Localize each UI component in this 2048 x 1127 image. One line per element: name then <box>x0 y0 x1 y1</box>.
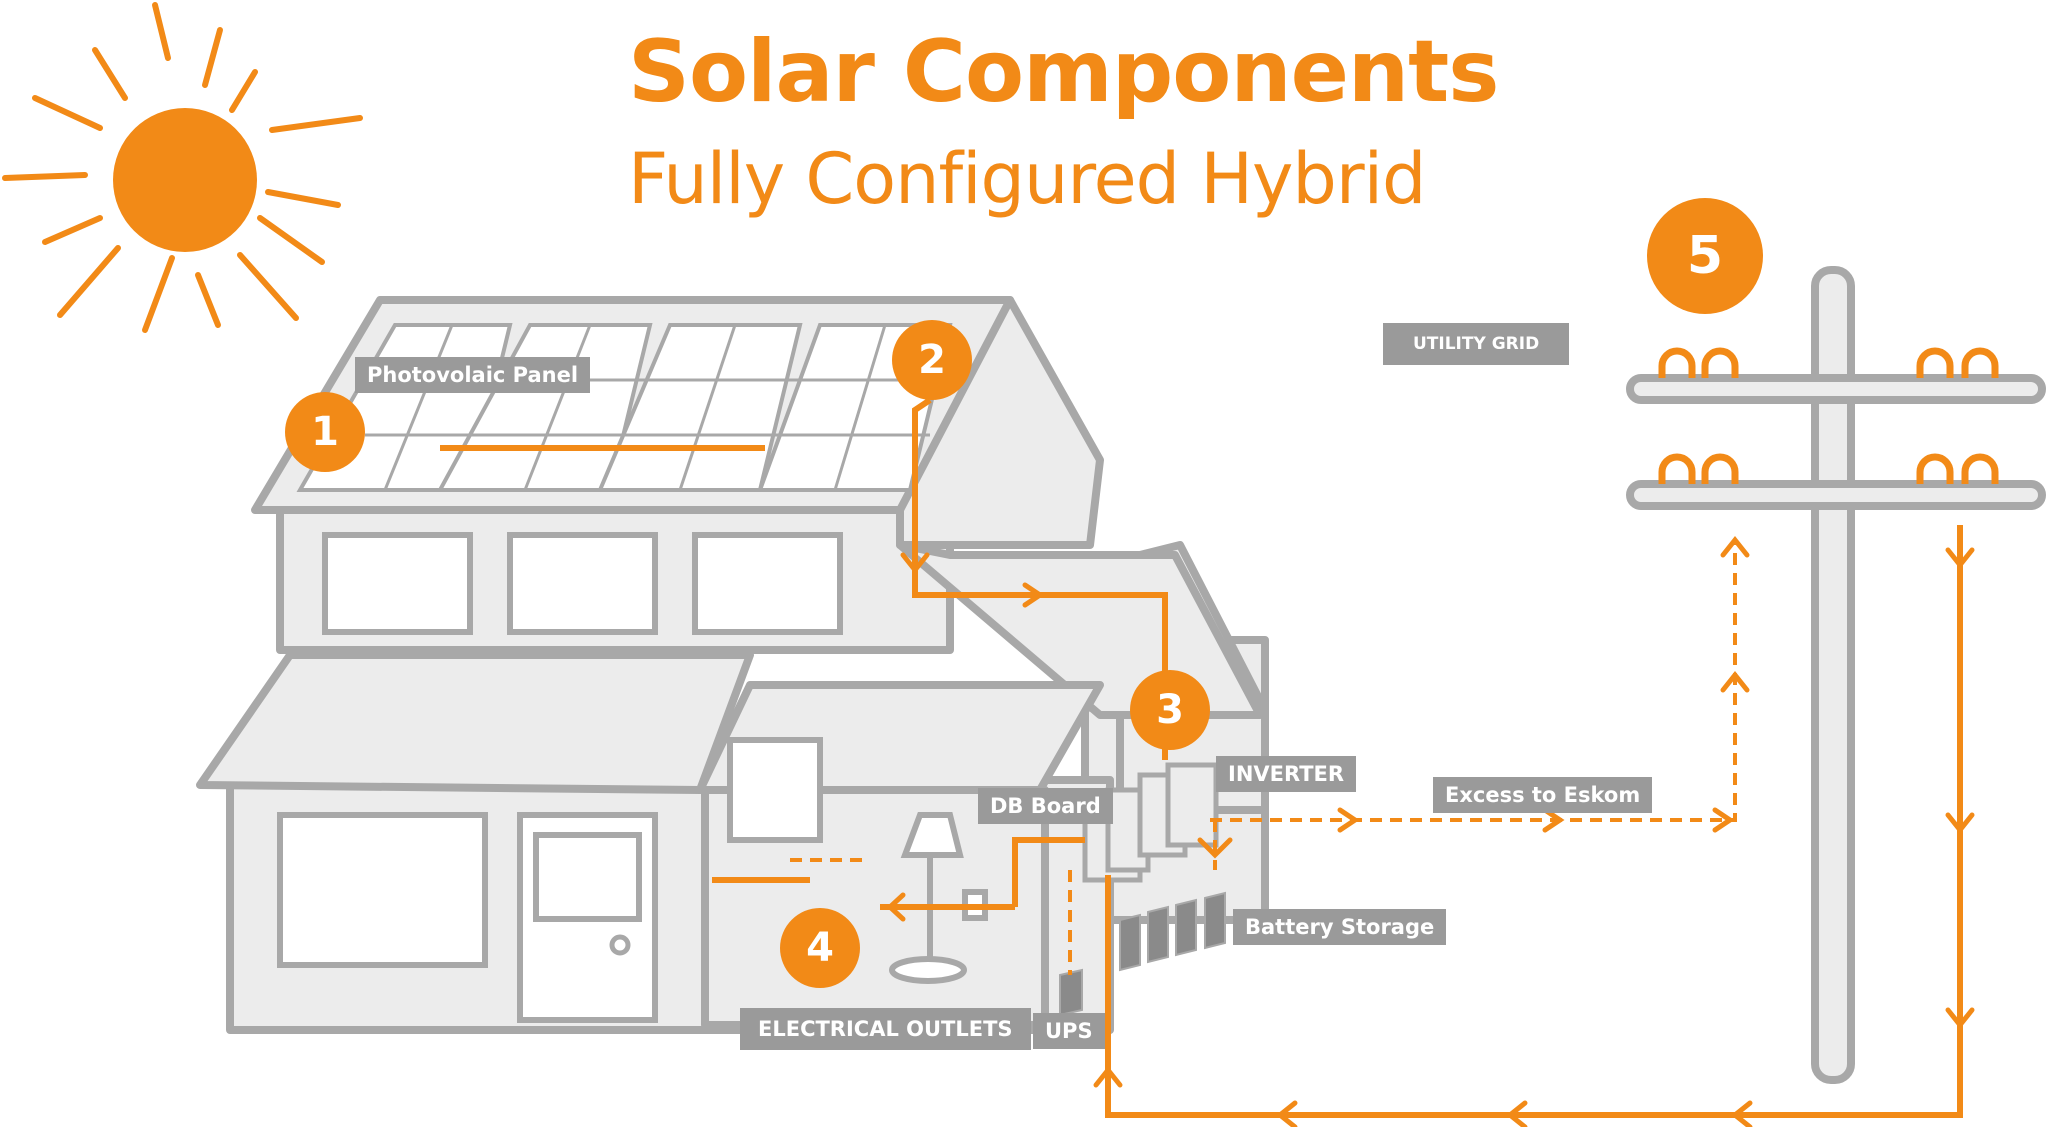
badge-1: 1 <box>285 392 365 472</box>
photovoltaic-panel-label: Photovolaic Panel <box>355 357 591 393</box>
badge-3: 3 <box>1130 670 1210 750</box>
electrical-outlets-label: ELECTRICAL OUTLETS <box>740 1008 1031 1050</box>
lamp-icon <box>889 812 988 984</box>
excess-to-eskom-label: Excess to Eskom <box>1433 777 1653 813</box>
inverter-icon <box>1082 762 1219 883</box>
sun-icon <box>2 2 363 333</box>
battery-storage-label: Battery Storage <box>1233 909 1447 945</box>
badge-4: 4 <box>780 908 860 988</box>
badge-5: 5 <box>1647 198 1763 314</box>
battery-icon <box>1059 891 1226 1017</box>
page-title: Solar Components <box>628 22 1499 122</box>
inverter-label: INVERTER <box>1216 756 1357 792</box>
utility-grid-label: UTILITY GRID <box>1383 323 1570 365</box>
db-board-label: DB Board <box>978 788 1113 824</box>
utility-pole-icon <box>1626 266 2046 1084</box>
badge-2: 2 <box>892 320 972 400</box>
ups-label: UPS <box>1033 1013 1105 1049</box>
page-subtitle: Fully Configured Hybrid <box>628 138 1426 220</box>
